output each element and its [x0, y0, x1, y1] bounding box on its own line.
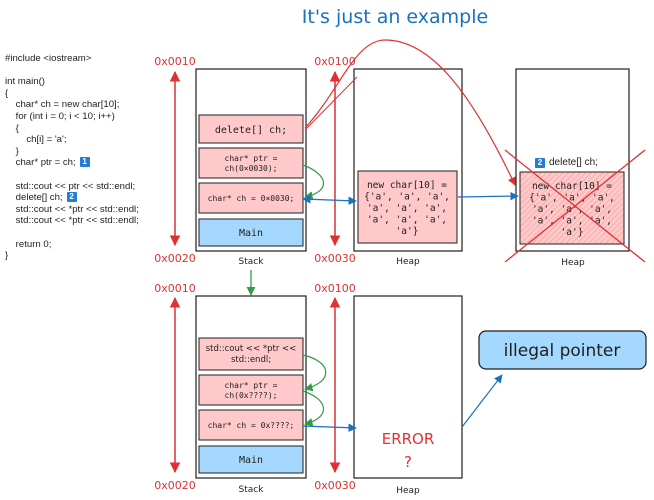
freed-heap-cross — [504, 149, 646, 263]
bottom-ch-to-heap-arrow — [302, 423, 357, 432]
code-line — [5, 227, 139, 239]
top-stack-top-address: 0x0010 — [154, 55, 196, 68]
delete-to-heap-line — [304, 76, 358, 131]
bottom-stack-frame-ch — [198, 409, 304, 441]
code-line: for (int i = 0; i < 10; i++) — [5, 110, 115, 122]
bottom-stack-frame-ptr-text: char* ptr =ch(0x????); — [225, 381, 278, 400]
illegal-pointer-callout — [478, 330, 647, 370]
code-line — [5, 65, 139, 77]
code-line: ch[i] = 'a'; — [5, 134, 67, 146]
code-line: std::cout << ptr << std::endl; — [5, 180, 136, 192]
code-line: std::cout << *ptr << std::endl; — [5, 215, 139, 227]
bottom-stack-bottom-address: 0x0020 — [154, 479, 196, 492]
code-line: int main() — [5, 76, 45, 88]
step-badge-2: 2 — [535, 157, 545, 168]
step-badge-1: 1 — [79, 157, 90, 168]
bottom-cout-to-ptr-arrow — [302, 354, 327, 392]
bottom-heap-top-address: 0x0100 — [314, 282, 356, 295]
top-stack-frame-delete-text: delete[] ch; — [215, 125, 287, 136]
code-line: std::cout << *ptr << std::endl; — [5, 203, 139, 215]
top-stack-frame-main-text: Main — [239, 228, 263, 239]
illegal-pointer-text: illegal pointer — [504, 341, 621, 361]
delete-to-freed-arrow — [304, 39, 516, 186]
error-question-mark: ? — [404, 453, 412, 471]
code-line: { — [5, 122, 19, 134]
top-stack-label: Stack — [239, 257, 265, 267]
freed-heap-label: Heap — [561, 258, 585, 268]
error-text: ERROR — [382, 430, 435, 448]
bottom-stack-frame-ptr — [198, 374, 304, 406]
diagram-title: It's just an example — [302, 6, 488, 28]
code-line: } — [5, 250, 9, 262]
top-stack-frame-ch — [198, 182, 304, 214]
bottom-stack-frame-main-text: Main — [239, 455, 263, 466]
bottom-stack-frame-cout-text: std::cout << *ptr <<std::endl; — [206, 344, 297, 365]
bottom-heap-label: Heap — [396, 486, 420, 496]
top-heap-bottom-address: 0x0030 — [314, 252, 356, 265]
heap-to-illegal-arrow — [461, 374, 503, 428]
top-heap-block — [357, 170, 458, 244]
code-line — [5, 169, 139, 181]
code-line: char* ch = new char[10]; — [5, 99, 120, 111]
step-badge-2: 2 — [66, 192, 77, 203]
code-line: return 0; — [5, 238, 52, 250]
code-line: } — [5, 145, 19, 157]
top-stack-bottom-address: 0x0020 — [154, 252, 196, 265]
bottom-stack-frame-main — [198, 445, 304, 474]
heap-to-freed-arrow — [457, 191, 519, 201]
freed-heap-caption-text: delete[] ch; — [549, 157, 598, 168]
bottom-stack-top-address: 0x0010 — [154, 282, 196, 295]
top-heap-block-text: new char[10] ={'a', 'a', 'a','a', 'a', '… — [364, 180, 450, 237]
code-line: delete[] ch;2 — [5, 192, 139, 204]
bottom-heap-box — [353, 295, 463, 479]
top-stack-frame-ptr-text: char* ptr =ch(0×0030); — [225, 154, 278, 173]
code-line: char* ptr = ch;1 — [5, 157, 139, 169]
top-stack-frame-ptr — [198, 147, 304, 179]
code-line: #include <iostream> — [5, 53, 92, 64]
bottom-heap-bottom-address: 0x0030 — [314, 479, 356, 492]
top-stack-frame-ch-text: char* ch = 0×0030; — [208, 194, 295, 203]
bottom-stack-frame-cout — [198, 337, 304, 371]
bottom-stack-label: Stack — [239, 485, 265, 495]
bottom-ptr-to-ch-arrow — [302, 390, 324, 427]
top-heap-top-address: 0x0100 — [314, 55, 356, 68]
top-stack-frame-delete — [198, 114, 304, 144]
top-stack-frame-main — [198, 218, 304, 247]
freed-heap-block-text: new char[10] ={'a', 'a', 'a','a', 'a', '… — [529, 181, 615, 238]
source-code: #include <iostream>int main(){ char* ch … — [5, 53, 139, 262]
top-heap-label: Heap — [396, 257, 420, 267]
bottom-stack-frame-ch-text: char* ch = 0x????; — [208, 421, 295, 430]
code-line: { — [5, 87, 9, 99]
top-ch-to-heap-arrow — [302, 195, 357, 205]
freed-heap-caption: 2 delete[] ch; — [535, 157, 598, 168]
